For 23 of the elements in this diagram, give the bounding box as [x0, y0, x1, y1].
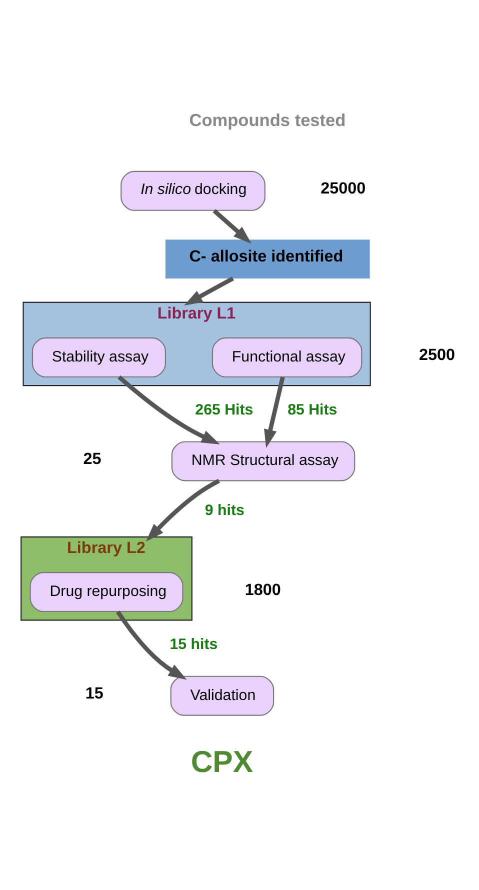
- arrow: [146, 478, 220, 542]
- label: CPX: [190, 746, 254, 779]
- node-box: Stability assay: [32, 337, 166, 378]
- arrow: [116, 610, 187, 680]
- node-box: Validation: [170, 676, 274, 716]
- label: 25000: [320, 180, 366, 198]
- node-box: Functional assay: [212, 337, 362, 378]
- edge-label: 265 Hits: [195, 401, 254, 418]
- node-box: C- allosite identified: [165, 240, 370, 278]
- node-box: Drug repurposing: [30, 572, 184, 612]
- edge-label: 9 hits: [204, 502, 244, 519]
- node-box: NMR Structural assay: [171, 441, 356, 482]
- label: 2500: [418, 346, 456, 364]
- label: 1800: [244, 580, 281, 599]
- edge-label: 15 hits: [170, 636, 218, 654]
- arrow: [212, 209, 252, 244]
- label: Compounds tested: [189, 110, 346, 130]
- node-box: In silico docking: [120, 170, 266, 211]
- arrow: [118, 375, 220, 444]
- edge-label: 85 Hits: [288, 401, 338, 418]
- label: 15: [85, 684, 104, 703]
- arrow: [184, 276, 234, 306]
- label: 25: [83, 450, 102, 468]
